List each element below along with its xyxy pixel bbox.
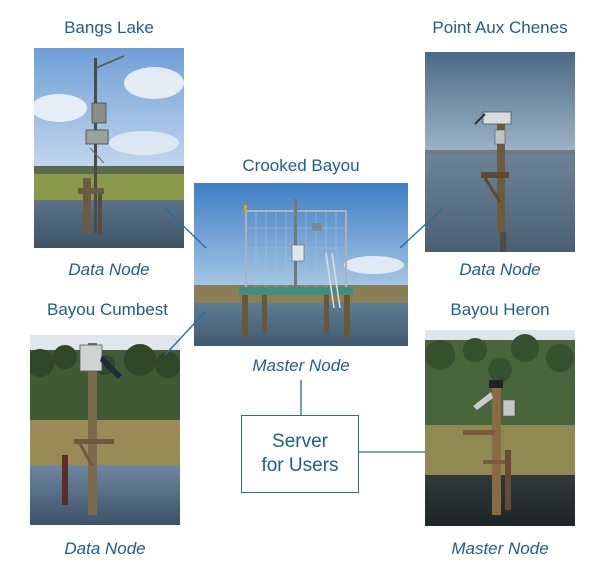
title-bangs-lake: Bangs Lake [64,18,154,37]
photo-bangs-lake [34,48,184,248]
photo-crooked-bayou [194,183,408,346]
title-bayou-cumbest: Bayou Cumbest [47,300,168,319]
caption-bangs-lake: Data Node [68,260,150,279]
photo-bayou-heron [425,330,575,526]
title-crooked-bayou: Crooked Bayou [242,156,360,175]
caption-crooked-bayou: Master Node [252,356,350,375]
server-label-line2: for Users [261,455,339,476]
server-label-line1: Server [272,431,328,452]
server-for-users-box: Server for Users [241,415,359,493]
caption-point-aux-chenes: Data Node [459,260,541,279]
photo-point-aux-chenes [425,52,575,252]
photo-bayou-cumbest [30,335,180,525]
title-point-aux-chenes: Point Aux Chenes [432,18,568,37]
caption-bayou-heron: Master Node [451,539,549,558]
caption-bayou-cumbest: Data Node [64,539,146,558]
title-bayou-heron: Bayou Heron [450,300,550,319]
